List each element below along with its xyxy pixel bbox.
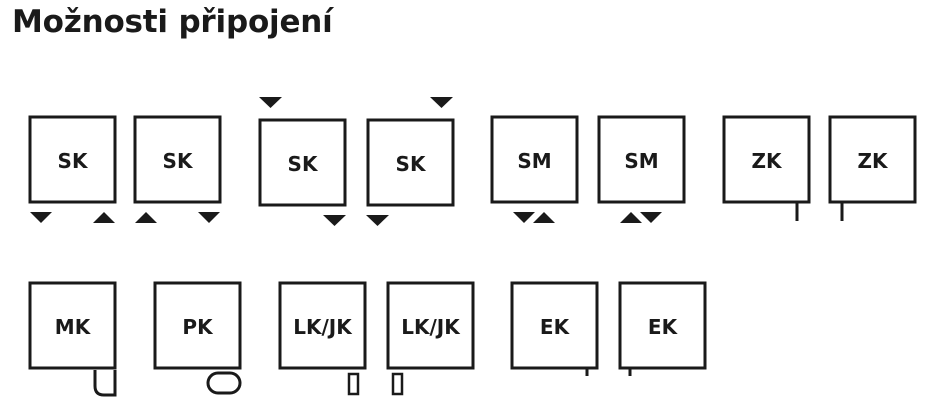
box-outline: [278, 281, 367, 370]
connection-sk-2: SK: [133, 115, 222, 223]
connection-label: LK/JK: [401, 315, 461, 339]
arrow-up-icon: [135, 212, 157, 223]
arrow-up-icon: [533, 212, 555, 223]
connection-lk-jk-2: LK/JK: [386, 281, 475, 396]
connection-label: EK: [540, 315, 571, 339]
arrow-down-icon: [513, 212, 535, 223]
connection-mk: MK: [28, 281, 117, 397]
arrow-down-icon: [259, 97, 282, 108]
arrow-up-icon: [93, 212, 115, 223]
box-outline: [618, 281, 707, 370]
box-outline: [597, 115, 686, 204]
connection-label: SK: [58, 149, 89, 173]
connection-label: ZK: [858, 149, 890, 173]
bracket-icon: [93, 370, 117, 397]
arrow-down-icon: [366, 215, 389, 226]
connection-label: LK/JK: [293, 315, 353, 339]
connection-zk-1: ZK: [722, 115, 811, 221]
rect-icon: [347, 372, 360, 396]
connection-ek-2: EK: [618, 281, 707, 376]
box-outline: [366, 118, 455, 207]
box-outline: [133, 115, 222, 204]
arrow-down-icon: [323, 215, 346, 226]
arrow-down-icon: [430, 97, 453, 108]
connection-pk: PK: [153, 281, 242, 395]
connection-label: SK: [163, 149, 194, 173]
box-outline: [722, 115, 811, 204]
rect-icon: [391, 372, 404, 396]
box-outline: [28, 115, 117, 204]
connection-sk-4: SK: [366, 97, 455, 226]
connection-lk-jk-1: LK/JK: [278, 281, 367, 396]
connection-sk-1: SK: [28, 115, 117, 223]
box-outline: [510, 281, 599, 370]
connection-label: ZK: [752, 149, 784, 173]
connection-label: EK: [648, 315, 679, 339]
connection-label: PK: [182, 315, 214, 339]
box-outline: [386, 281, 475, 370]
box-outline: [153, 281, 242, 370]
oval-icon: [206, 371, 242, 395]
connection-sm-1: SM: [490, 115, 579, 223]
connection-zk-2: ZK: [828, 115, 917, 221]
box-outline: [490, 115, 579, 204]
connection-label: SK: [396, 152, 427, 176]
box-outline: [258, 118, 347, 207]
page-title: Možnosti připojení: [12, 4, 333, 40]
connection-sm-2: SM: [597, 115, 686, 223]
connection-label: MK: [55, 315, 92, 339]
box-outline: [28, 281, 117, 370]
connection-label: SK: [288, 152, 319, 176]
arrow-down-icon: [640, 212, 662, 223]
connection-label: SM: [624, 149, 658, 173]
arrow-down-icon: [30, 212, 52, 223]
box-outline: [828, 115, 917, 204]
connection-ek-1: EK: [510, 281, 599, 376]
arrow-up-icon: [620, 212, 642, 223]
connection-sk-3: SK: [258, 97, 347, 226]
arrow-down-icon: [198, 212, 220, 223]
connection-label: SM: [517, 149, 551, 173]
